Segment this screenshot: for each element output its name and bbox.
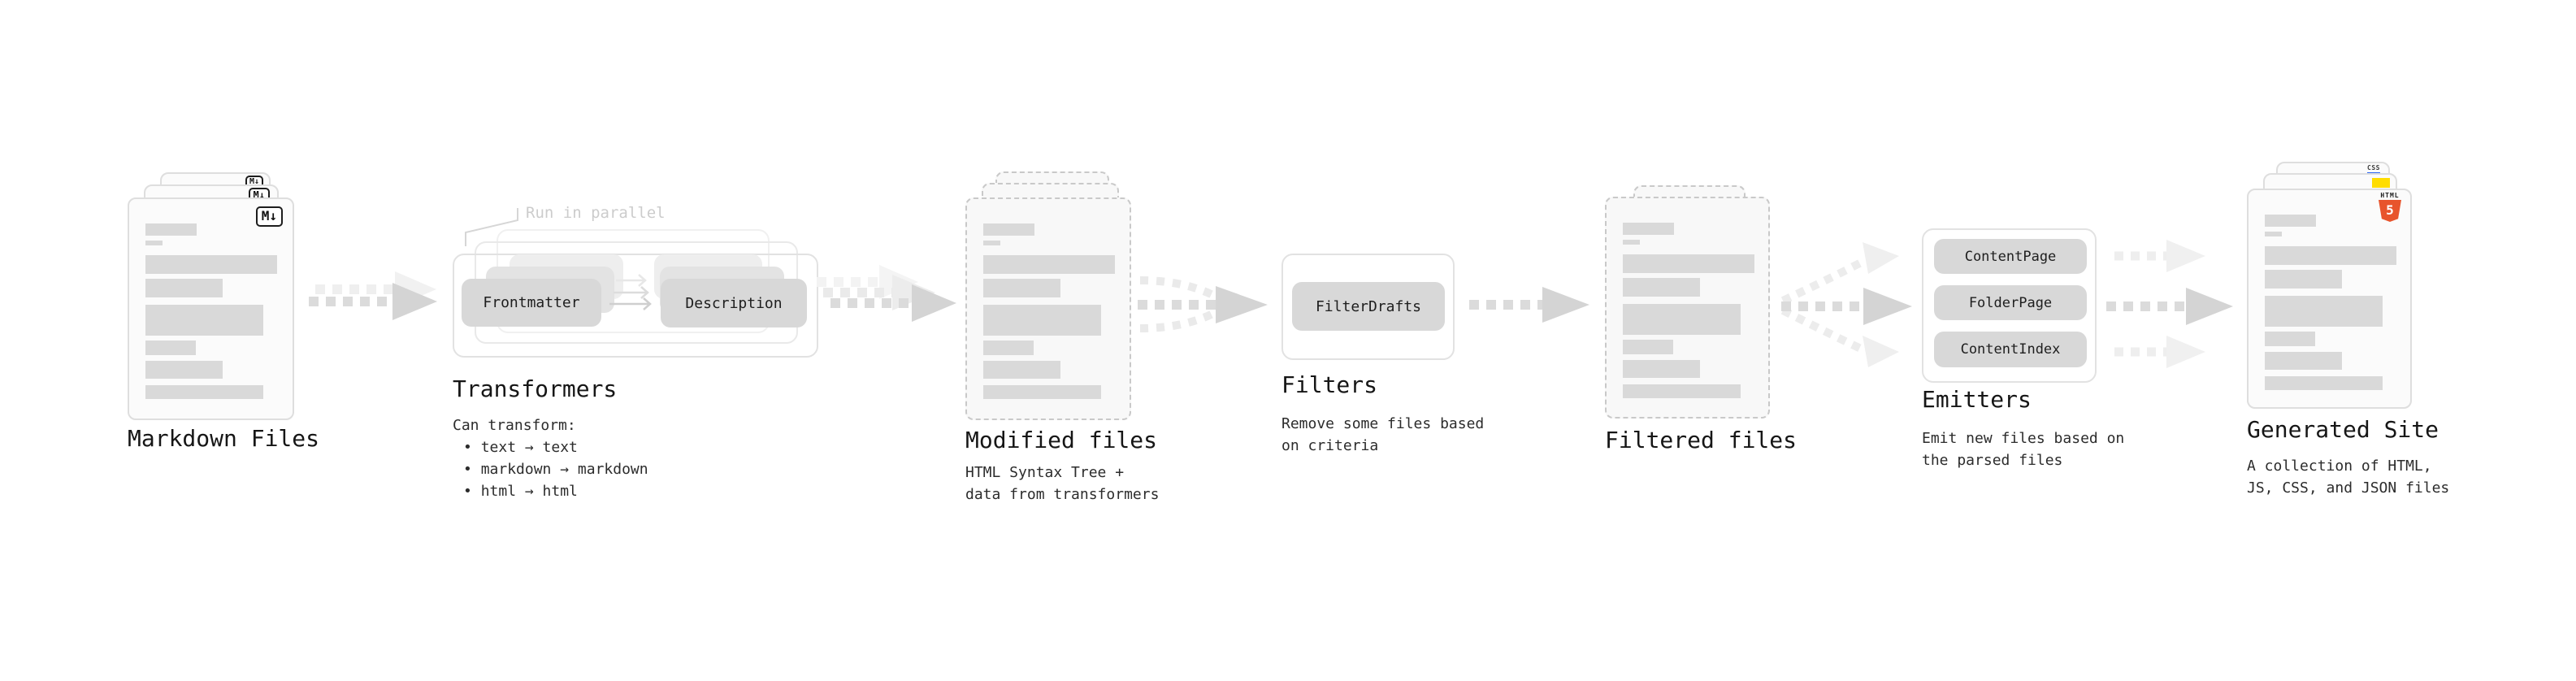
markdown-file-card: M↓ xyxy=(128,197,294,420)
file-content-placeholder xyxy=(2265,215,2396,390)
html5-word: HTML xyxy=(2380,192,2400,199)
transformer-frontmatter-chip: Frontmatter xyxy=(462,279,601,327)
arrow-modified-to-filters xyxy=(1138,276,1268,332)
modified-files-description: HTML Syntax Tree + data from transformer… xyxy=(965,462,1159,505)
filters-desc-line: Remove some files based xyxy=(1281,415,1485,432)
file-content-placeholder xyxy=(1623,223,1754,398)
modified-files-desc-line: data from transformers xyxy=(965,486,1160,503)
transformers-bullet: text → text xyxy=(453,436,648,458)
transformers-label: Transformers xyxy=(453,375,618,402)
markdown-files-label: Markdown Files xyxy=(128,425,320,452)
generated-site-desc-line: JS, CSS, and JSON files xyxy=(2247,479,2450,497)
emitter-folderpage-chip: FolderPage xyxy=(1934,285,2087,320)
filters-label: Filters xyxy=(1281,371,1378,398)
filter-drafts-chip: FilterDrafts xyxy=(1292,282,1445,331)
arrow-filtered-to-emitters xyxy=(1780,242,1912,367)
emitters-desc-line: Emit new files based on xyxy=(1922,430,2125,447)
generated-file-card: HTML 5 xyxy=(2247,189,2412,409)
generated-site-desc-line: A collection of HTML, xyxy=(2247,458,2432,475)
emitters-description: Emit new files based on the parsed files xyxy=(1922,427,2124,471)
emitters-label: Emitters xyxy=(1922,386,2032,413)
arrow-filters-to-filtered xyxy=(1469,287,1589,323)
filters-box xyxy=(1281,254,1455,360)
filtered-files-label: Filtered files xyxy=(1605,427,1798,453)
file-content-placeholder xyxy=(983,223,1115,399)
arrow-markdown-to-transformers xyxy=(309,271,437,320)
filters-description: Remove some files based on criteria xyxy=(1281,413,1484,457)
markdown-icon: M↓ xyxy=(255,206,283,227)
transformers-desc-title: Can transform: xyxy=(453,417,576,434)
transformers-box xyxy=(453,254,818,358)
transformers-description: Can transform: text → text markdown → ma… xyxy=(453,414,648,502)
modified-files-desc-line: HTML Syntax Tree + xyxy=(965,464,1125,481)
html5-icon: HTML 5 xyxy=(2378,193,2402,222)
transformers-bullet: markdown → markdown xyxy=(453,458,648,480)
transformer-description-chip: Description xyxy=(661,279,807,327)
file-content-placeholder xyxy=(145,223,277,399)
modified-files-label: Modified files xyxy=(965,427,1158,453)
modified-file-card xyxy=(965,197,1131,420)
arrow-emitters-to-generated xyxy=(2106,240,2233,368)
arrow-transformers-to-modified xyxy=(817,265,956,322)
generated-site-description: A collection of HTML, JS, CSS, and JSON … xyxy=(2247,455,2449,499)
emitters-desc-line: the parsed files xyxy=(1922,452,2063,469)
generated-site-label: Generated Site xyxy=(2247,416,2439,443)
html5-shield: 5 xyxy=(2379,200,2401,222)
run-in-parallel-note: Run in parallel xyxy=(526,204,666,222)
filters-desc-line: on criteria xyxy=(1281,437,1379,454)
emitter-contentpage-chip: ContentPage xyxy=(1934,239,2087,274)
js-icon xyxy=(2372,178,2390,188)
transformers-bullet: html → html xyxy=(453,480,648,502)
emitter-contentindex-chip: ContentIndex xyxy=(1934,332,2087,367)
filtered-file-card xyxy=(1605,197,1770,419)
